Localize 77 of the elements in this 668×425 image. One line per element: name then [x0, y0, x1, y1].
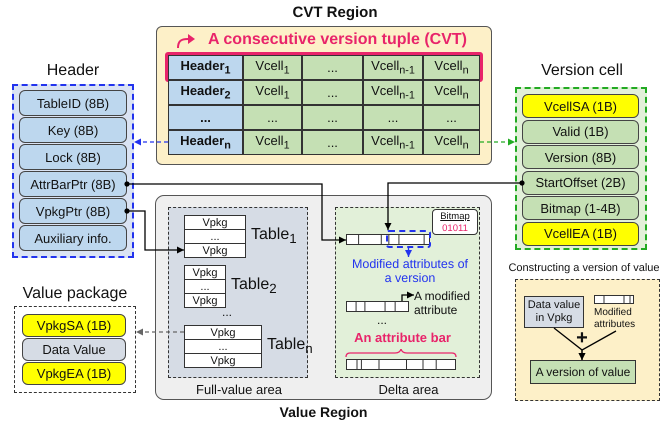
dashed-arrow — [134, 138, 168, 146]
ellipsis: ... — [220, 305, 233, 319]
group-title: Value package — [22, 284, 128, 304]
field-row: StartOffset (2B) — [522, 170, 639, 194]
dashed-arrow — [480, 138, 515, 146]
field-row: Auxiliary info. — [19, 225, 127, 251]
table-cell: Vpkg — [184, 215, 246, 230]
table-cell: Vcell$_{1}$ — [243, 130, 302, 155]
ellipsis: ... — [376, 314, 388, 326]
arrow — [578, 330, 616, 360]
table-cell: Vpkg — [184, 325, 262, 340]
table-cell: ... — [302, 55, 363, 80]
field-row: Key (8B) — [19, 117, 127, 143]
plus-sign: + — [575, 328, 589, 348]
table-label: Table$_{1}$ — [251, 226, 297, 246]
arrow — [384, 180, 525, 230]
table-cell: Vcell$_{1}$ — [243, 55, 302, 80]
table-cell: ... — [184, 339, 262, 354]
table-cell: Vcell$_{n}$ — [423, 130, 480, 155]
table-cell: Vcell$_{n-1}$ — [363, 130, 423, 155]
group-title: Full-value area — [195, 380, 283, 398]
table-cell: Vpkg — [184, 265, 226, 280]
table-cell: ... — [363, 105, 423, 130]
group-title: CVT Region — [292, 2, 378, 22]
group-title: A consecutive version tuple (CVT) — [206, 30, 468, 50]
table-cell: Vcell$_{n}$ — [423, 80, 480, 105]
table-cell: Vpkg — [184, 293, 226, 308]
table-cell: Header$_{1}$ — [168, 55, 243, 80]
table-cell: Header$_{n}$ — [168, 130, 243, 155]
field-row: VcellEA (1B) — [522, 222, 639, 246]
arrow — [401, 292, 414, 301]
field-row: AttrBarPtr (8B) — [19, 171, 127, 197]
field-row: VcellSA (1B) — [522, 94, 639, 118]
table-cell: ... — [423, 105, 480, 130]
table-cell: Vcell$_{1}$ — [243, 80, 302, 105]
dashed-arrow — [136, 328, 184, 336]
table-cell: Vcell$_{n}$ — [423, 55, 480, 80]
value-box: Data value in Vpkg — [524, 296, 584, 328]
annotation-text: An attribute bar — [345, 330, 460, 346]
table-cell: ... — [302, 80, 363, 105]
callout-title: Bitmap — [439, 210, 471, 222]
annotation-text: A modified attribute — [414, 289, 480, 319]
field-row: VpkgPtr (8B) — [19, 198, 127, 224]
table-cell: Vcell$_{n-1}$ — [363, 80, 423, 105]
table-cell: ... — [184, 279, 226, 294]
annotation-text: Modified attributes of a version — [350, 257, 470, 287]
group-title: Constructing a version of value — [507, 261, 661, 276]
table-cell: ... — [184, 229, 246, 244]
bit-string: 01011 — [441, 222, 469, 234]
arrow — [405, 248, 412, 257]
field-row: TableID (8B) — [19, 90, 127, 116]
group-title: Version cell — [540, 61, 624, 81]
bar-caption: Modified attributes — [594, 307, 636, 331]
field-row: Bitmap (1-4B) — [522, 196, 639, 220]
arrow — [124, 181, 346, 244]
table-cell: ... — [168, 105, 243, 130]
table-cell: ... — [302, 130, 363, 155]
table-cell: Vcell$_{n-1}$ — [363, 55, 423, 80]
result-box: A version of value — [530, 360, 636, 384]
field-row: VpkgSA (1B) — [22, 314, 126, 337]
group-title: Value Region — [278, 403, 368, 422]
dashed-highlight — [386, 230, 431, 248]
table-label: Table$_{2}$ — [231, 276, 277, 296]
table-cell: ... — [243, 105, 302, 130]
field-row: VpkgEA (1B) — [22, 362, 126, 385]
field-row: Version (8B) — [522, 145, 639, 169]
table-label: Table$_{n}$ — [267, 336, 313, 356]
field-row: Data Value — [22, 338, 126, 361]
arrow — [124, 208, 184, 254]
table-cell: Vpkg — [184, 353, 262, 368]
field-row: Lock (8B) — [19, 144, 127, 170]
table-cell: ... — [302, 105, 363, 130]
field-row: Valid (1B) — [522, 120, 639, 144]
group-title: Header — [46, 61, 100, 81]
table-cell: Header$_{2}$ — [168, 80, 243, 105]
group-title: Delta area — [378, 380, 440, 398]
table-cell: Vpkg — [184, 243, 246, 258]
